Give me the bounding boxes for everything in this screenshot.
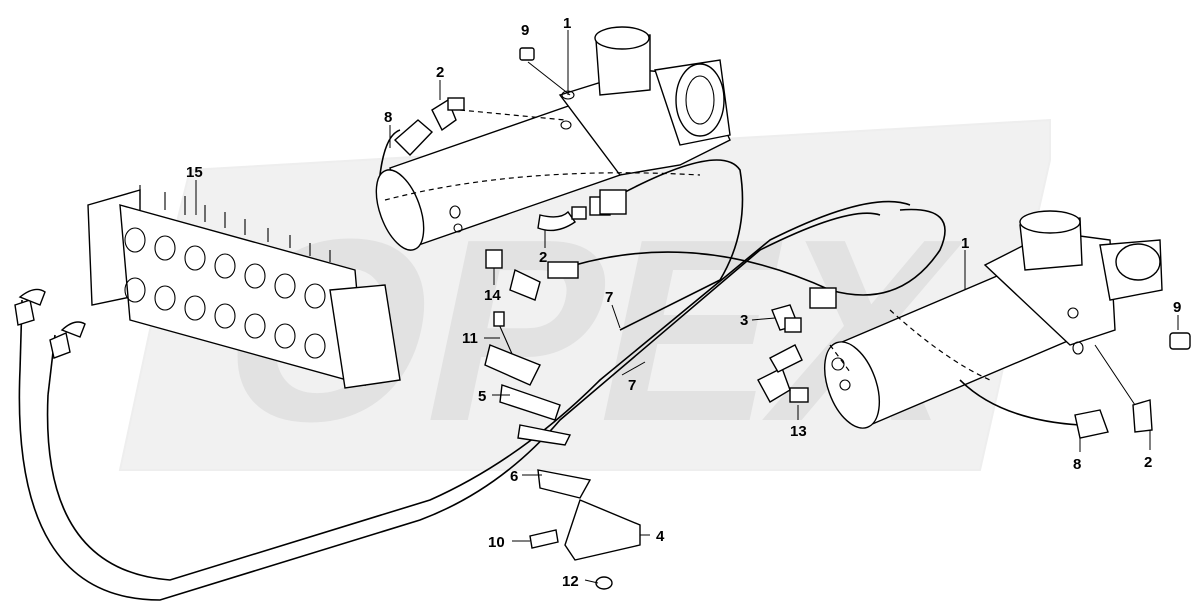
callout-12: 12 bbox=[562, 573, 579, 590]
callout-10: 10 bbox=[488, 534, 505, 551]
clamp-assembly bbox=[484, 311, 641, 590]
upper-cylinder bbox=[375, 26, 731, 251]
callout-2-top: 2 bbox=[436, 64, 444, 81]
hoses bbox=[14, 129, 1081, 601]
callout-3: 3 bbox=[740, 312, 748, 329]
hidden-lines bbox=[384, 109, 991, 381]
callout-15: 15 bbox=[186, 164, 203, 181]
callout-6: 6 bbox=[510, 468, 518, 485]
callout-4: 4 bbox=[656, 528, 665, 545]
callout-13: 13 bbox=[790, 423, 807, 440]
callout-8-right: 8 bbox=[1073, 456, 1081, 473]
callout-2-right: 2 bbox=[1144, 454, 1152, 471]
callout-1-top: 1 bbox=[563, 15, 571, 32]
callout-1-right: 1 bbox=[961, 235, 969, 252]
callout-5: 5 bbox=[478, 388, 486, 405]
callouts: 1 9 2 8 15 2 14 1 9 3 7 11 7 5 13 8 2 6 … bbox=[186, 15, 1181, 590]
callout-7-upper: 7 bbox=[605, 289, 613, 306]
callout-9-right: 9 bbox=[1173, 299, 1181, 316]
callout-8-top: 8 bbox=[384, 109, 392, 126]
callout-2-mid: 2 bbox=[539, 249, 547, 266]
leader-lines bbox=[195, 30, 1179, 584]
callout-7-lower: 7 bbox=[628, 377, 636, 394]
control-valve-block bbox=[87, 185, 401, 389]
lower-cylinder bbox=[823, 210, 1163, 429]
callout-14: 14 bbox=[484, 287, 501, 304]
callout-9-top: 9 bbox=[521, 22, 529, 39]
fittings bbox=[393, 47, 1191, 439]
callout-11: 11 bbox=[462, 330, 478, 347]
